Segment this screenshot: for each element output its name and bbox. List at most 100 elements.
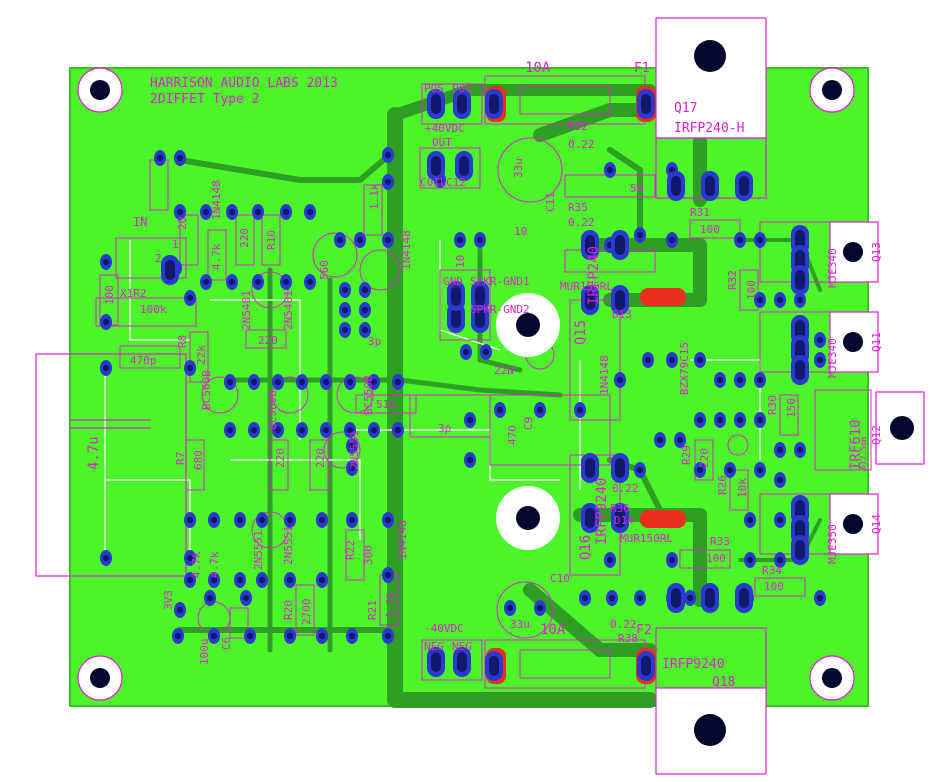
large-pad-25[interactable] [581,453,599,483]
pad-44[interactable] [172,628,184,644]
large-pad-17[interactable] [471,303,489,333]
pad-107[interactable] [634,227,646,243]
pad-2[interactable] [174,204,186,220]
pad-68[interactable] [320,422,332,438]
pad-117[interactable] [606,590,618,606]
pad-33[interactable] [208,512,220,528]
large-pad-23[interactable] [611,285,629,315]
pad-15[interactable] [382,232,394,248]
pad-49[interactable] [346,628,358,644]
pad-131[interactable] [204,590,216,606]
large-pad-37[interactable] [791,535,809,565]
pad-37[interactable] [316,512,328,528]
pad-42[interactable] [284,572,296,588]
pad-65[interactable] [248,422,260,438]
pad-31[interactable] [184,550,196,566]
pad-71[interactable] [392,422,404,438]
pad-29[interactable] [100,360,112,376]
mount-hole-top-right[interactable] [809,67,855,113]
pad-128[interactable] [460,344,472,360]
pad-16[interactable] [334,232,346,248]
pad-7[interactable] [304,204,316,220]
large-pad-16[interactable] [447,303,465,333]
pad-70[interactable] [368,422,380,438]
pad-130[interactable] [174,602,186,618]
pad-109[interactable] [666,232,678,248]
mount-hole-top-left[interactable] [77,67,123,113]
large-pad-10[interactable] [735,171,753,201]
pad-112[interactable] [604,552,616,568]
pad-13[interactable] [382,147,394,163]
large-pad-22[interactable] [581,285,599,315]
pad-72[interactable] [464,412,476,428]
pad-52[interactable] [382,512,394,528]
pad-64[interactable] [224,422,236,438]
pad-95[interactable] [744,512,756,528]
q18-mount-hole[interactable] [694,714,726,746]
pad-45[interactable] [208,628,220,644]
pad-113[interactable] [666,552,678,568]
pad-62[interactable] [368,374,380,390]
pad-4[interactable] [226,204,238,220]
pad-50[interactable] [382,628,394,644]
pad-97[interactable] [774,552,786,568]
pad-99[interactable] [774,472,786,488]
large-pad-19[interactable] [471,281,489,311]
pad-73[interactable] [464,452,476,468]
pad-36[interactable] [284,512,296,528]
pad-27[interactable] [184,290,196,306]
pad-84[interactable] [694,412,706,428]
pad-12[interactable] [304,274,316,290]
pad-123[interactable] [454,232,466,248]
large-pad-21[interactable] [581,230,599,260]
pad-60[interactable] [320,374,332,390]
large-pad-2[interactable] [427,647,445,677]
pad-30[interactable] [100,550,112,566]
large-pad-0[interactable] [427,89,445,119]
pad-34[interactable] [234,512,246,528]
pad-101[interactable] [794,442,806,458]
pad-54[interactable] [346,460,358,476]
pad-77[interactable] [614,372,626,388]
pad-3[interactable] [200,204,212,220]
pad-10[interactable] [252,274,264,290]
q11-mount-hole[interactable] [843,332,863,352]
pad-75[interactable] [534,402,546,418]
large-pad-3[interactable] [453,647,471,677]
pad-89[interactable] [674,432,686,448]
pad-78[interactable] [642,352,654,368]
pad-1[interactable] [154,150,166,166]
pad-5[interactable] [252,204,264,220]
large-pad-28[interactable] [611,503,629,533]
pad-86[interactable] [734,412,746,428]
pad-106[interactable] [754,232,766,248]
large-pad-34[interactable] [791,355,809,385]
pad-122[interactable] [814,332,826,348]
pad-118[interactable] [579,590,591,606]
large-pad-14[interactable] [427,151,445,181]
pad-17[interactable] [354,232,366,248]
pad-66[interactable] [272,422,284,438]
pad-21[interactable] [359,302,371,318]
pad-132[interactable] [240,590,252,606]
large-pad-26[interactable] [611,453,629,483]
pad-55[interactable] [346,438,358,454]
pad-38[interactable] [184,572,196,588]
pad-19[interactable] [359,282,371,298]
q12-mount-hole[interactable] [890,416,914,440]
pad-51[interactable] [382,567,394,583]
large-pad-8[interactable] [667,171,685,201]
pad-40[interactable] [234,572,246,588]
pad-127[interactable] [504,600,516,616]
mount-hole-bottom-right[interactable] [809,655,855,701]
pad-102[interactable] [794,292,806,308]
pad-59[interactable] [296,374,308,390]
large-pad-1[interactable] [453,89,471,119]
pad-115[interactable] [684,590,696,606]
pad-57[interactable] [248,374,260,390]
pad-120[interactable] [814,590,826,606]
pad-103[interactable] [774,292,786,308]
q15-heatsink-hole[interactable] [496,293,560,357]
pad-35[interactable] [256,512,268,528]
pad-98[interactable] [774,512,786,528]
